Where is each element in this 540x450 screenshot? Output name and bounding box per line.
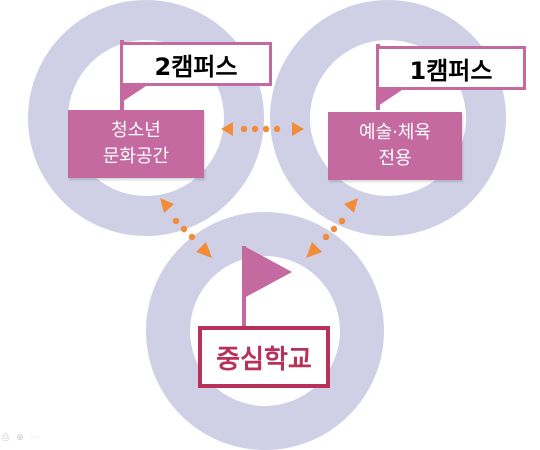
campus1-label: 예술·체육 전용: [328, 112, 462, 180]
footer-toolbar: ⎙ ⊕ ⋯: [2, 433, 42, 443]
center-flag-pole: [242, 246, 246, 328]
campus2-label: 청소년 문화공간: [68, 110, 204, 178]
campus1-label-line-1: 예술·체육: [359, 122, 431, 143]
campus2-label-line-1: 청소년: [111, 120, 161, 141]
zoom-in-icon[interactable]: ⊕: [16, 433, 26, 443]
campus1-flag: 1캠퍼스: [376, 46, 526, 90]
more-icon[interactable]: ⋯: [30, 433, 42, 443]
campus2-label-line-2: 문화공간: [102, 146, 170, 167]
print-icon[interactable]: ⎙: [2, 433, 12, 443]
campus1-label-line-2: 전용: [378, 148, 412, 169]
campus2-flag: 2캠퍼스: [120, 42, 272, 86]
center-label: 중심학교: [198, 326, 330, 388]
